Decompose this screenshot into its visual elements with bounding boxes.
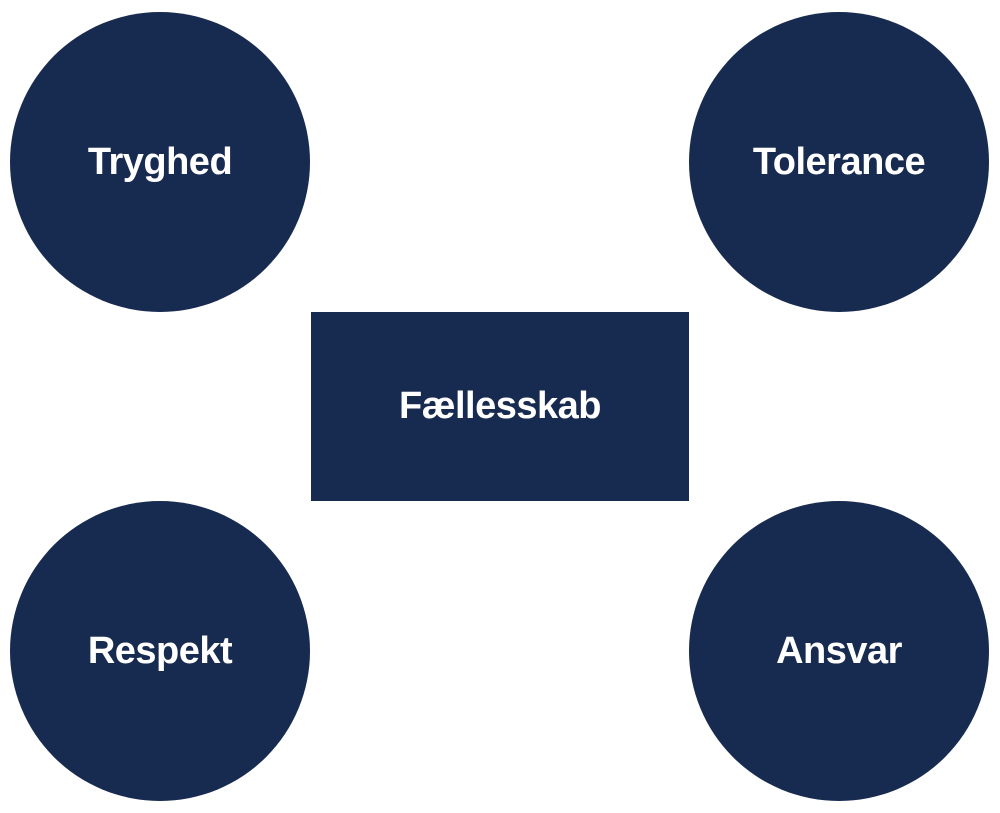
node-tryghed: Tryghed	[10, 12, 310, 312]
node-ansvar: Ansvar	[689, 501, 989, 801]
node-tolerance: Tolerance	[689, 12, 989, 312]
center-node-faellesskab: Fællesskab	[311, 312, 689, 501]
node-label: Respekt	[87, 629, 233, 672]
node-label: Ansvar	[776, 629, 902, 672]
node-label: Tolerance	[752, 140, 926, 183]
node-label: Tryghed	[87, 140, 233, 183]
node-respekt: Respekt	[10, 501, 310, 801]
center-node-label: Fællesskab	[399, 385, 602, 427]
